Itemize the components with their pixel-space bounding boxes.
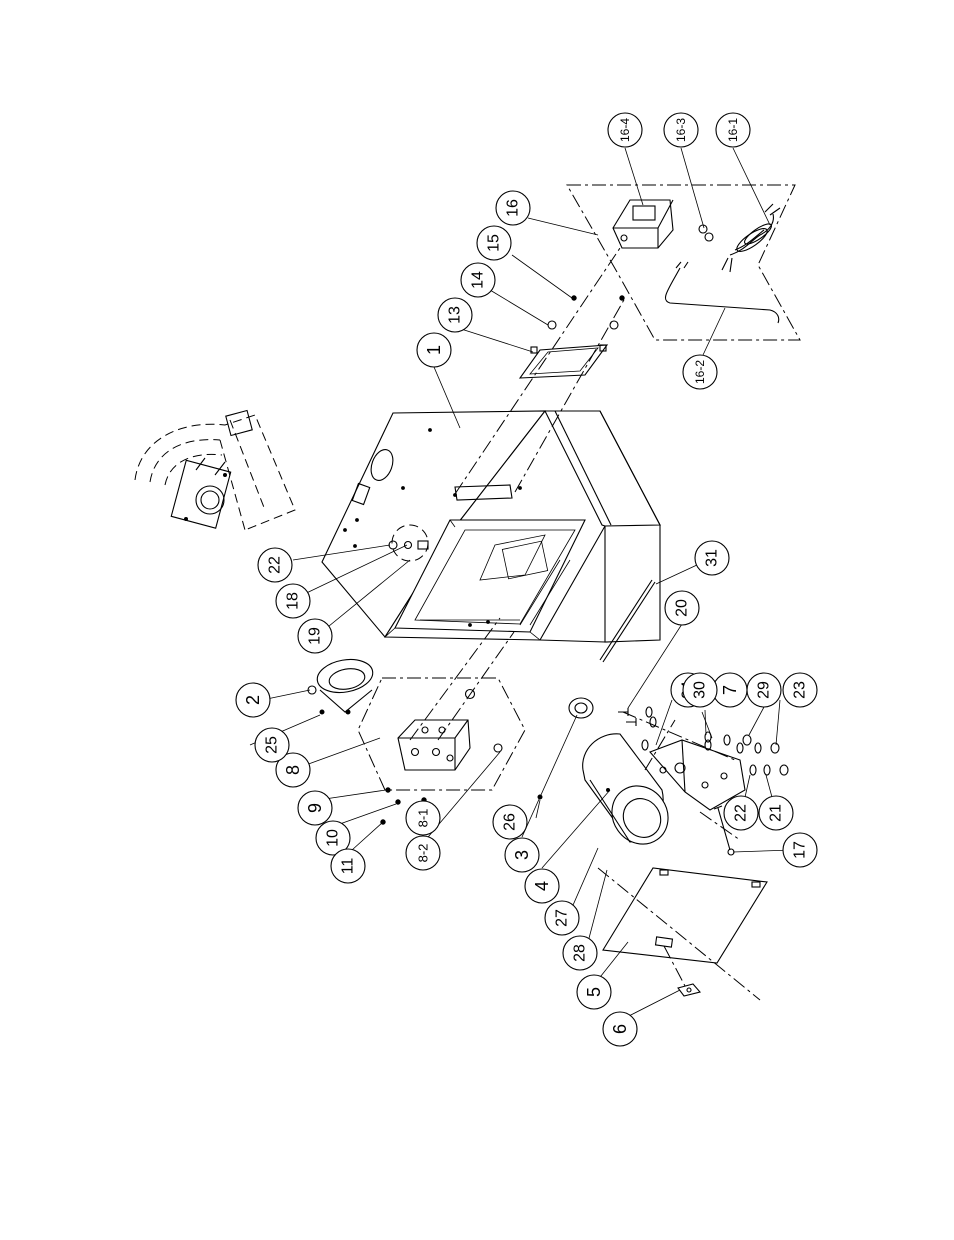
cabinet-housing bbox=[321, 410, 661, 643]
coiled-wire bbox=[721, 203, 781, 273]
callout-16-4: 16-4 bbox=[607, 112, 643, 148]
callout-17: 17 bbox=[782, 832, 818, 868]
callout-11: 11 bbox=[330, 848, 366, 884]
callout-label-22-lower: 22 bbox=[733, 804, 750, 822]
callout-2: 2 bbox=[235, 682, 271, 718]
callout-label-15: 15 bbox=[486, 234, 503, 252]
callout-8: 8 bbox=[275, 752, 311, 788]
wire-harness bbox=[665, 267, 780, 324]
callout-23: 23 bbox=[782, 672, 818, 708]
channel-bracket bbox=[518, 295, 625, 379]
callout-21: 21 bbox=[758, 795, 794, 831]
cover-panel bbox=[602, 867, 768, 964]
callout-22-upper: 22 bbox=[257, 547, 293, 583]
callout-label-16-4: 16-4 bbox=[618, 118, 632, 142]
callout-label-16-2: 16-2 bbox=[693, 360, 707, 384]
callout-label-5: 5 bbox=[584, 987, 604, 997]
callout-31: 31 bbox=[694, 540, 730, 576]
callout-label-21: 21 bbox=[768, 804, 785, 822]
control-module bbox=[612, 199, 714, 249]
callout-16-2: 16-2 bbox=[682, 354, 718, 390]
callout-label-16-3: 16-3 bbox=[674, 118, 688, 142]
callout-label-16: 16 bbox=[505, 199, 522, 217]
callout-label-27: 27 bbox=[554, 909, 571, 927]
callout-label-7: 7 bbox=[720, 685, 740, 695]
callout-label-9: 9 bbox=[305, 803, 325, 813]
callout-label-28: 28 bbox=[572, 944, 589, 962]
callouts: 1 2 3 4 5 6 7 8 8-1 8-2 9 10 11 13 14 15… bbox=[235, 112, 818, 1047]
callout-22-lower: 22 bbox=[723, 795, 759, 831]
callout-29: 29 bbox=[746, 672, 782, 708]
callout-15: 15 bbox=[476, 225, 512, 261]
callout-label-20: 20 bbox=[674, 599, 691, 617]
callout-label-14: 14 bbox=[470, 271, 487, 289]
callout-27: 27 bbox=[544, 900, 580, 936]
callout-label-18: 18 bbox=[285, 592, 302, 610]
motor bbox=[582, 733, 669, 845]
callout-label-11: 11 bbox=[340, 858, 357, 875]
callout-3: 3 bbox=[504, 837, 540, 873]
callout-label-31: 31 bbox=[704, 549, 721, 567]
assembly-lines bbox=[409, 247, 761, 1001]
callout-19: 19 bbox=[297, 618, 333, 654]
callout-label-16-1: 16-1 bbox=[726, 118, 740, 142]
callout-25: 25 bbox=[254, 727, 290, 763]
callout-label-25: 25 bbox=[264, 736, 281, 754]
callout-label-8: 8 bbox=[283, 765, 303, 775]
callout-9: 9 bbox=[297, 790, 333, 826]
callout-label-1: 1 bbox=[424, 345, 444, 355]
callout-16-1: 16-1 bbox=[715, 112, 751, 148]
callout-5: 5 bbox=[576, 974, 612, 1010]
callout-13: 13 bbox=[437, 297, 473, 333]
callout-16-3: 16-3 bbox=[663, 112, 699, 148]
callout-label-26: 26 bbox=[502, 813, 519, 831]
callout-26: 26 bbox=[492, 804, 528, 840]
callout-label-2: 2 bbox=[243, 695, 263, 705]
callout-label-4: 4 bbox=[532, 881, 552, 891]
latch bbox=[677, 983, 702, 997]
callout-label-10: 10 bbox=[325, 829, 342, 847]
callout-1: 1 bbox=[416, 332, 452, 368]
bushing bbox=[568, 697, 594, 719]
callout-label-8-1: 8-1 bbox=[416, 809, 431, 828]
mount-block bbox=[397, 688, 503, 771]
callout-10: 10 bbox=[315, 820, 351, 856]
callout-label-23: 23 bbox=[792, 681, 809, 699]
callout-label-13: 13 bbox=[447, 306, 464, 324]
callout-label-29: 29 bbox=[756, 681, 773, 699]
flange-collar bbox=[307, 658, 374, 715]
callout-14: 14 bbox=[460, 262, 496, 298]
callout-label-3: 3 bbox=[512, 850, 532, 860]
callout-7: 7 bbox=[712, 672, 748, 708]
detail-boundary-8 bbox=[357, 677, 526, 791]
callout-4: 4 bbox=[524, 868, 560, 904]
detail-boundary-16 bbox=[566, 184, 801, 341]
callout-8-1: 8-1 bbox=[405, 800, 441, 836]
callout-30: 30 bbox=[682, 672, 718, 708]
callout-18: 18 bbox=[275, 583, 311, 619]
callout-label-19: 19 bbox=[307, 627, 324, 645]
callout-16: 16 bbox=[495, 190, 531, 226]
callout-label-8-2: 8-2 bbox=[416, 844, 431, 863]
blower-assembly bbox=[134, 409, 296, 531]
callout-label-6: 6 bbox=[610, 1024, 630, 1034]
callout-20: 20 bbox=[664, 590, 700, 626]
motor-mount-bracket bbox=[649, 739, 746, 811]
callout-28: 28 bbox=[562, 935, 598, 971]
callout-label-22-upper: 22 bbox=[267, 556, 284, 574]
callout-label-17: 17 bbox=[792, 841, 809, 859]
callout-label-30: 30 bbox=[692, 681, 709, 699]
callout-6: 6 bbox=[602, 1011, 638, 1047]
callout-8-2: 8-2 bbox=[405, 835, 441, 871]
